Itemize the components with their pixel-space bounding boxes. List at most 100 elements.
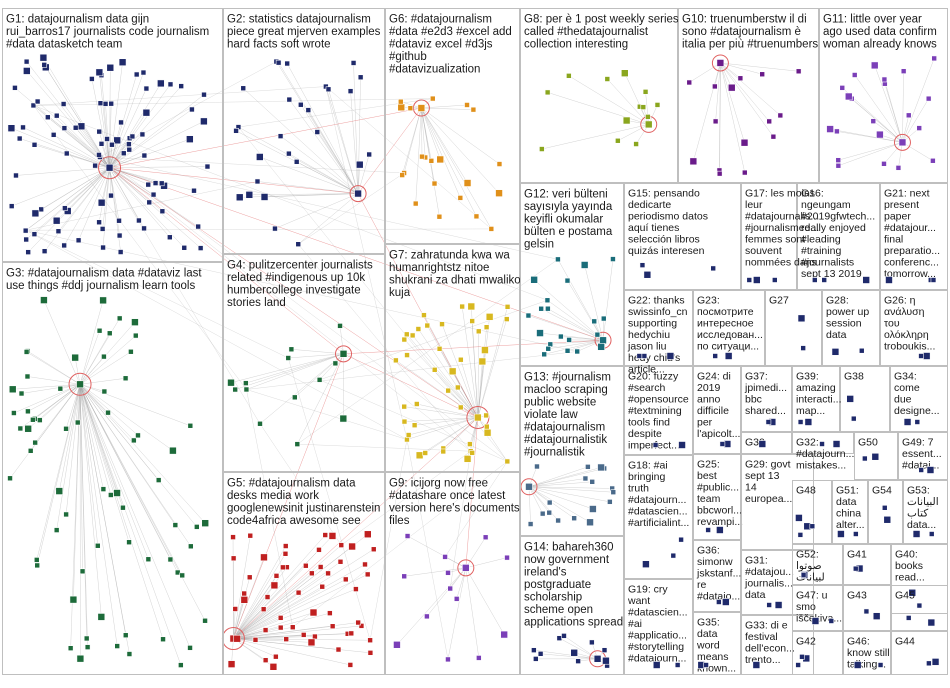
cluster-label-line: jason liu	[627, 341, 667, 353]
edge	[902, 58, 935, 143]
user-node	[63, 511, 69, 518]
edge	[838, 142, 903, 161]
cluster-label-line: tomorrow...	[884, 268, 936, 280]
user-node	[99, 296, 107, 305]
user-node	[453, 596, 460, 602]
user-node	[601, 647, 608, 653]
cluster-label-line: troboukis...	[884, 341, 935, 353]
user-node	[639, 262, 646, 268]
edge	[441, 324, 479, 418]
user-node	[34, 98, 41, 105]
user-node	[436, 213, 443, 220]
user-node	[293, 159, 300, 165]
cluster-border	[624, 579, 693, 675]
cluster-label-line: ολόκληρη	[884, 329, 929, 341]
edge	[854, 74, 903, 143]
edge	[109, 72, 144, 168]
user-node	[555, 256, 561, 263]
cluster-label-line: dell'econ...	[745, 643, 795, 655]
cluster-border	[840, 366, 890, 432]
cluster-label-line: code4africa awesome see	[227, 515, 361, 527]
cluster-g30: G30	[741, 432, 792, 454]
edge	[406, 417, 478, 440]
user-node	[167, 81, 174, 88]
user-node	[399, 172, 405, 178]
cluster-label-line: use things #ddj journalism learn tools	[6, 280, 195, 292]
user-node	[157, 79, 165, 88]
hub-loop	[711, 54, 729, 72]
user-node	[710, 265, 716, 272]
edge	[720, 62, 770, 122]
cluster-label-line: посмотрите	[697, 306, 754, 318]
cluster-g1: G1: datajournalism data gijnrui_barros17…	[2, 8, 223, 262]
user-node	[448, 367, 457, 376]
user-node	[282, 543, 289, 549]
edge	[79, 384, 183, 576]
user-node	[355, 619, 361, 626]
edge	[66, 153, 110, 168]
edge	[56, 384, 81, 531]
user-node	[97, 613, 106, 621]
cluster-label-line: shared...	[745, 405, 786, 417]
user-node	[295, 241, 302, 248]
cluster-g35: G35:datawordmeansknown...	[693, 612, 741, 675]
cluster-label-line: want	[627, 595, 650, 607]
cluster-border	[223, 254, 385, 472]
user-node	[585, 464, 591, 470]
user-node	[362, 561, 368, 568]
edge	[421, 107, 477, 217]
edge	[406, 354, 478, 418]
user-node	[546, 509, 553, 516]
edge	[233, 565, 306, 639]
user-node	[233, 128, 239, 134]
edge	[79, 384, 197, 528]
user-node	[795, 662, 801, 668]
cluster-label-line: #journalistik	[524, 447, 585, 459]
cluster-border	[822, 290, 880, 366]
edge	[528, 481, 593, 487]
user-node	[243, 386, 250, 393]
edge	[544, 340, 604, 355]
edge	[109, 166, 208, 168]
user-node	[33, 557, 40, 563]
cluster-label-line: G46:	[847, 636, 870, 648]
edge	[541, 308, 604, 341]
user-node	[722, 598, 730, 606]
cluster-label-line: team	[697, 493, 721, 505]
user-node	[476, 655, 482, 661]
user-node	[604, 76, 611, 82]
inter-cluster-edge	[406, 439, 449, 660]
user-node	[401, 418, 408, 425]
edge	[477, 316, 490, 418]
user-node	[142, 108, 151, 117]
cluster-label-line: china	[836, 508, 861, 520]
cluster-g42: G42	[792, 631, 843, 675]
edge	[233, 545, 286, 639]
edge	[461, 306, 479, 418]
user-node	[72, 124, 79, 131]
cluster-label-line: G53:	[907, 485, 930, 497]
cluster-border	[520, 8, 678, 183]
cluster-border	[2, 262, 223, 675]
user-node	[703, 662, 709, 668]
cluster-label-line: #journalismed...	[745, 222, 819, 234]
user-node	[670, 552, 677, 559]
user-node	[307, 638, 316, 647]
cluster-label-line: G39:	[796, 371, 819, 383]
cluster-g27: G27	[765, 290, 822, 366]
cluster-label-line: #public...	[697, 482, 739, 494]
cluster-label-line: final	[884, 234, 903, 246]
cluster-label-line: really enjoyed	[801, 222, 866, 234]
user-node	[483, 428, 492, 437]
edge	[443, 417, 479, 452]
edge	[233, 573, 312, 639]
user-node	[844, 92, 853, 101]
edge	[109, 109, 193, 168]
cluster-g36: G36:simonwjskstanf...re#datajo...	[693, 540, 741, 612]
edge	[98, 167, 110, 223]
edge	[79, 333, 110, 385]
user-node	[393, 357, 399, 364]
user-node	[473, 213, 480, 220]
user-node	[525, 312, 532, 319]
cluster-label-line: البيانات	[907, 496, 939, 508]
